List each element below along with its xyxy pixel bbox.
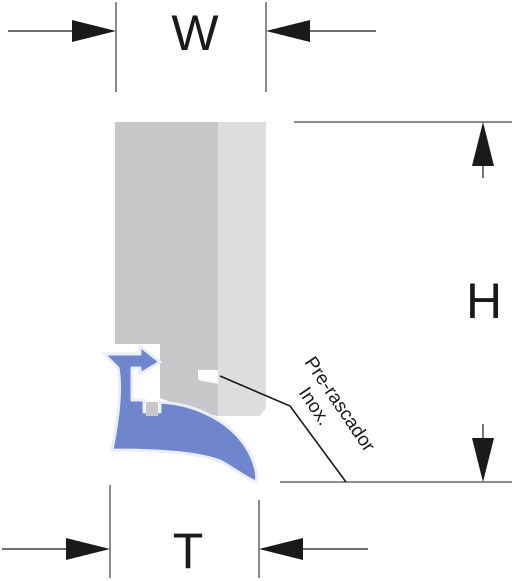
height-label: H: [466, 273, 502, 329]
height-arrow-top-head: [472, 122, 494, 166]
thickness-label: T: [173, 523, 204, 579]
wiper-seal-inner-notch: [146, 402, 158, 416]
height-arrow-bottom-head: [472, 438, 494, 482]
callout-leader-line: [219, 375, 347, 483]
width-label: W: [171, 5, 219, 61]
wiper-seal-shape: [102, 344, 259, 484]
width-arrow-left-head: [72, 20, 116, 42]
profile-body-main-face: [115, 122, 218, 416]
height-dimension: H: [280, 121, 512, 483]
thickness-arrow-left-head: [66, 538, 110, 560]
wiper-seal: [102, 344, 259, 484]
width-dimension: W: [8, 2, 376, 92]
profile-body-light-face: [218, 122, 266, 416]
profile-body: [115, 122, 266, 416]
width-arrow-right-head: [266, 20, 310, 42]
thickness-dimension: T: [2, 485, 368, 579]
thickness-arrow-right-head: [259, 538, 303, 560]
